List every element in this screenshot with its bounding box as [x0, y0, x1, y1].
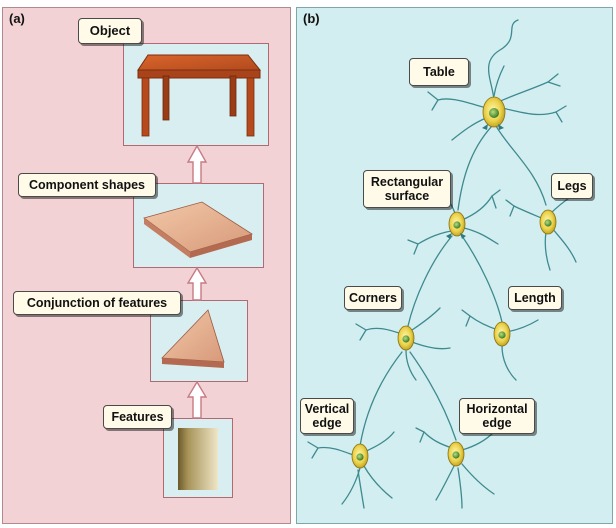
neuron-legs — [539, 209, 557, 235]
panel-a-letter: (a) — [9, 11, 25, 26]
neuron-horizontal-edge — [447, 441, 465, 467]
label-object: Object — [78, 18, 142, 44]
label-table: Table — [409, 58, 469, 86]
edge-drawing — [178, 428, 218, 490]
table-drawing — [137, 54, 262, 137]
panel-b: (b) — [296, 7, 613, 524]
wedge-drawing — [161, 309, 225, 368]
up-arrows — [186, 144, 208, 419]
label-horizontal-edge: Horizontal edge — [459, 398, 535, 434]
label-corners: Corners — [344, 286, 402, 310]
neuron-table — [482, 96, 506, 128]
label-features: Features — [103, 405, 172, 429]
label-legs: Legs — [551, 173, 593, 199]
neuron-rectangular-surface — [448, 211, 466, 237]
synapses — [446, 124, 504, 239]
label-component-shapes: Component shapes — [18, 173, 156, 197]
slab-drawing — [143, 201, 253, 258]
label-vertical-edge: Vertical edge — [300, 398, 354, 434]
label-rectangular-surface: Rectangular surface — [363, 170, 451, 208]
neuron-length — [493, 321, 511, 347]
neuron-corners — [397, 325, 415, 351]
panel-b-letter: (b) — [303, 11, 320, 26]
label-length: Length — [508, 286, 562, 310]
label-conjunction-of-features: Conjunction of features — [13, 291, 181, 315]
neuron-vertical-edge — [351, 443, 369, 469]
